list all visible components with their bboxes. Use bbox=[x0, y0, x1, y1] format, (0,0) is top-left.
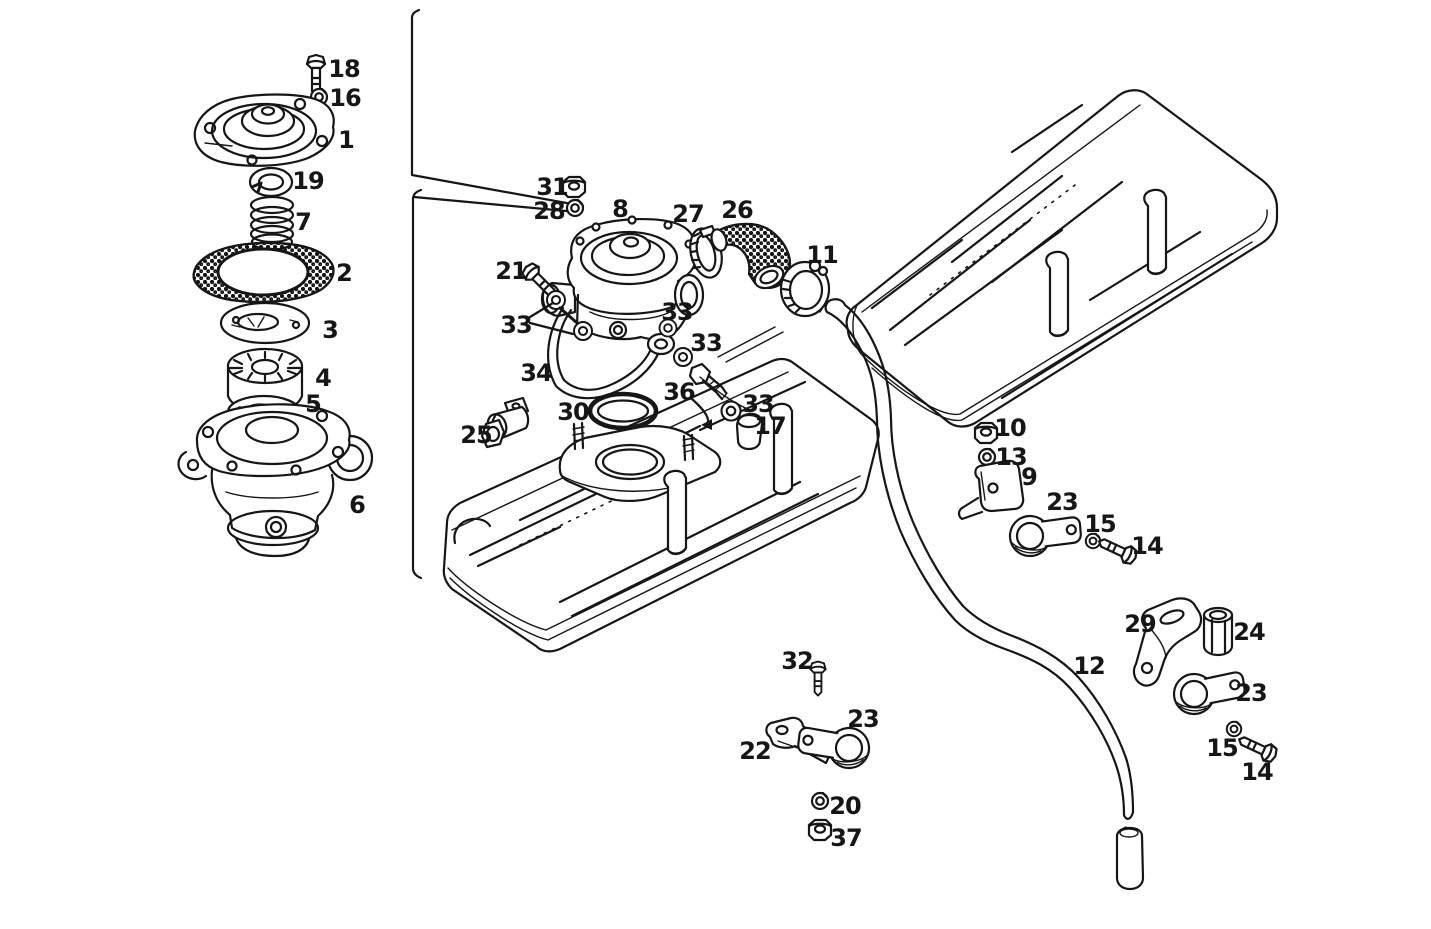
part-1-pump-top-cover bbox=[193, 93, 335, 167]
part-37-nut bbox=[807, 818, 833, 842]
part-33-washer-mid bbox=[673, 347, 693, 367]
valve-cover-right bbox=[717, 89, 1279, 428]
part-11-ring-clamp bbox=[779, 259, 831, 318]
part-31-nut bbox=[561, 175, 587, 199]
part-9-bracket bbox=[957, 459, 1025, 521]
pipe-end-sleeve bbox=[1115, 826, 1145, 891]
part-2-gasket bbox=[192, 241, 335, 304]
part-8-pump bbox=[540, 215, 705, 341]
part-17-cap bbox=[735, 412, 764, 451]
part-24-bushing bbox=[1202, 606, 1234, 657]
part-23-clamp-upper bbox=[1006, 507, 1085, 564]
callout-bracket-lines bbox=[410, 8, 585, 580]
part-20-lock-washer bbox=[810, 791, 830, 811]
part-19-retaining-ring bbox=[248, 166, 294, 198]
part-15-lock-washer-upper bbox=[1084, 532, 1102, 550]
part-3-diaphragm bbox=[219, 301, 311, 345]
part-34-banjo-pipe bbox=[546, 306, 678, 400]
cover-front-tabs bbox=[663, 402, 794, 556]
part-26-elbow-hose bbox=[710, 222, 792, 290]
hardware-bottom-middle bbox=[765, 660, 873, 842]
part-14-bolt-lower bbox=[1234, 730, 1281, 766]
part-10-nut bbox=[973, 421, 999, 445]
part-33-washer-right bbox=[720, 400, 742, 422]
mounting-studs bbox=[572, 421, 695, 462]
hardware-right-lower bbox=[1132, 597, 1281, 766]
valve-cover-left bbox=[442, 357, 880, 653]
hardware-right-upper bbox=[957, 421, 1141, 568]
part-25-union-fitting bbox=[480, 396, 530, 449]
part-6-pump-lower-body bbox=[177, 403, 374, 558]
part-7-spring bbox=[249, 195, 295, 251]
part-14-bolt-upper bbox=[1094, 532, 1141, 568]
part-12-breather-pipe bbox=[819, 298, 1145, 891]
part-28-lock-washer bbox=[565, 198, 585, 218]
part-27-hose-clamp bbox=[689, 224, 723, 279]
vacuum-pump-assembly bbox=[480, 175, 831, 451]
part-32-bolt bbox=[809, 660, 827, 697]
part-36-valve-fitting bbox=[688, 362, 751, 430]
part-23-clamp-bottom bbox=[795, 720, 873, 775]
part-29-bracket bbox=[1132, 597, 1203, 687]
part-30-o-ring bbox=[587, 391, 659, 431]
part-15-lock-washer-lower bbox=[1225, 720, 1243, 738]
part-23-clamp-lower bbox=[1171, 667, 1247, 719]
fuel-pump-exploded-stack bbox=[177, 53, 374, 558]
cover-front-tabs-right bbox=[1045, 188, 1168, 338]
